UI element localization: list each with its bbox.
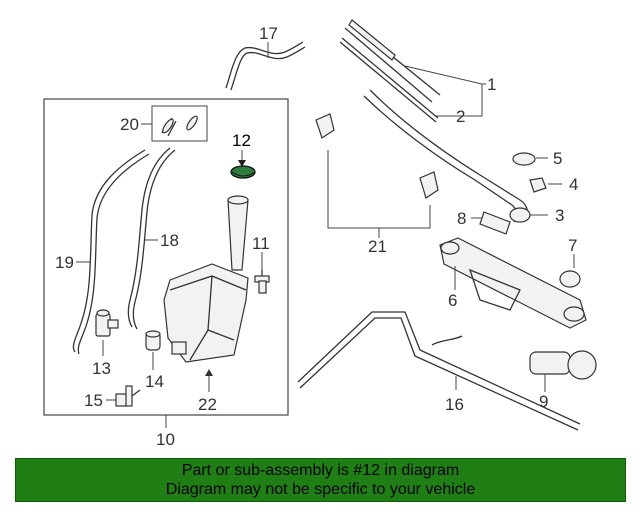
part-7-pivot-cap[interactable] bbox=[559, 254, 581, 288]
part-16-hose[interactable] bbox=[297, 311, 581, 431]
part-17-hose[interactable] bbox=[225, 41, 306, 91]
callout-15: 15 bbox=[84, 391, 103, 410]
part-8-bracket[interactable] bbox=[471, 211, 511, 235]
callout-19: 19 bbox=[55, 253, 74, 272]
part-12-filler-cap[interactable] bbox=[230, 150, 256, 179]
callout-22: 22 bbox=[198, 395, 217, 414]
callout-1: 1 bbox=[487, 75, 496, 94]
callout-14: 14 bbox=[145, 372, 164, 391]
callout-10: 10 bbox=[156, 430, 175, 449]
callout-12: 12 bbox=[232, 131, 251, 150]
callout-3: 3 bbox=[555, 206, 564, 225]
part-21-washer-nozzles[interactable] bbox=[315, 113, 439, 238]
part-5-cap[interactable] bbox=[512, 152, 548, 166]
callout-18: 18 bbox=[160, 231, 179, 250]
part-9-wiper-motor[interactable] bbox=[529, 350, 597, 392]
part-18-hose[interactable] bbox=[127, 147, 176, 330]
callout-4: 4 bbox=[569, 175, 578, 194]
part-4-nut[interactable] bbox=[529, 177, 562, 193]
callout-21: 21 bbox=[368, 237, 387, 256]
part-22-washer-reservoir[interactable] bbox=[163, 195, 249, 392]
part-13-washer-pump[interactable] bbox=[95, 309, 119, 356]
parts-diagram: 1 2 3 4 5 6 7 8 9 10 11 12 13 14 15 16 1… bbox=[43, 19, 597, 449]
part-6-wiper-linkage[interactable] bbox=[439, 237, 587, 329]
part-15-bolt[interactable] bbox=[106, 385, 141, 407]
part-info-banner: Part or sub-assembly is #12 in diagram D… bbox=[15, 458, 626, 502]
callout-13: 13 bbox=[92, 359, 111, 378]
callout-9: 9 bbox=[539, 392, 548, 411]
callout-8: 8 bbox=[457, 209, 466, 228]
callout-7: 7 bbox=[568, 236, 577, 255]
callout-20: 20 bbox=[120, 115, 139, 134]
part-3-wiper-arm[interactable] bbox=[363, 89, 548, 223]
callout-6: 6 bbox=[448, 291, 457, 310]
banner-line-2: Diagram may not be specific to your vehi… bbox=[165, 481, 476, 498]
callout-11: 11 bbox=[252, 234, 270, 253]
callout-16: 16 bbox=[445, 395, 464, 414]
part-19-hose[interactable] bbox=[72, 149, 150, 355]
banner-line-1: Part or sub-assembly is #12 in diagram bbox=[181, 462, 460, 479]
part-1-2-wiper-blade[interactable] bbox=[339, 19, 486, 123]
reservoir-group-box bbox=[43, 98, 289, 416]
part-14-grommet[interactable] bbox=[145, 330, 161, 370]
part-11-bolt[interactable] bbox=[254, 252, 270, 294]
callout-17: 17 bbox=[259, 24, 278, 43]
callout-2: 2 bbox=[456, 107, 465, 126]
part-20-clips[interactable] bbox=[141, 105, 208, 142]
callout-5: 5 bbox=[553, 149, 562, 168]
